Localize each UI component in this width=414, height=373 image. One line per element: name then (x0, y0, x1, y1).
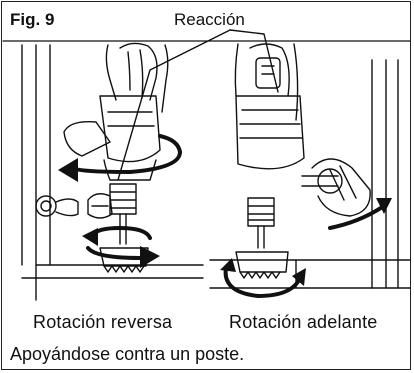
right-rotation-arrow (328, 204, 386, 230)
left-post (21, 44, 204, 301)
left-rotation-arrow (70, 134, 182, 174)
caption-reverse-rotation: Rotación reversa (33, 312, 173, 332)
figure-note: Apoyándose contra un poste. (10, 344, 245, 364)
callout-leader-right (229, 29, 279, 93)
left-handle (35, 195, 79, 217)
left-arrowhead (58, 158, 78, 182)
reaction-callout: Reacción (174, 10, 245, 29)
right-post (209, 59, 411, 289)
figure-label: Fig. 9 (10, 10, 55, 29)
left-drill (63, 42, 169, 273)
caption-forward-rotation: Rotación adelante (229, 312, 378, 332)
callout-leader-left (117, 29, 231, 181)
figure-frame (1, 1, 411, 370)
right-bit-arrow (223, 266, 302, 298)
left-bit-arrowhead (140, 246, 160, 268)
right-drill (234, 43, 371, 279)
